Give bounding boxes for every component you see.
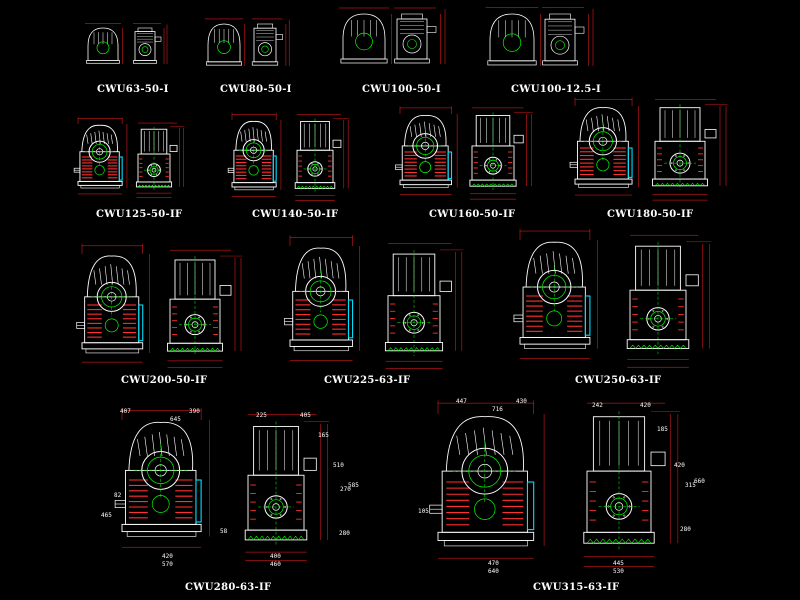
front-view — [114, 408, 210, 548]
gearbox-drawing-2 — [204, 18, 290, 66]
front-view — [338, 7, 392, 64]
dimension-value: 470 — [488, 560, 499, 567]
side-view — [652, 99, 728, 201]
model-label: CWU140-50-IF — [252, 209, 339, 220]
dimension-value: 420 — [640, 402, 651, 409]
side-view — [394, 7, 446, 64]
dimension-value: 407 — [120, 408, 131, 415]
dimension-value: 510 — [333, 462, 344, 469]
front-view — [395, 106, 458, 195]
model-label: CWU80-50-I — [220, 84, 292, 95]
gearbox-drawing-1 — [85, 23, 168, 64]
dimension-value: 420 — [674, 462, 685, 469]
side-view — [167, 249, 243, 369]
model-label: CWU315-63-IF — [533, 582, 620, 593]
front-view — [569, 97, 639, 196]
dimension-value: 585 — [348, 482, 359, 489]
dimension-value: 640 — [488, 568, 499, 575]
dimension-value: 58 — [220, 528, 228, 535]
model-label: CWU200-50-IF — [121, 375, 208, 386]
dimension-value: 460 — [270, 561, 281, 568]
dimension-value: 280 — [680, 526, 691, 533]
dimension-value: 82 — [114, 492, 122, 499]
model-label: CWU160-50-IF — [429, 209, 516, 220]
side-view — [244, 413, 330, 561]
side-view — [251, 18, 290, 66]
gearbox-drawing-9 — [76, 243, 243, 369]
front-view — [73, 117, 128, 195]
front-view — [429, 400, 545, 559]
front-view — [76, 243, 150, 363]
gearbox-drawing-7 — [395, 106, 533, 200]
dimension-value: 390 — [189, 408, 200, 415]
front-view — [284, 235, 360, 361]
model-label: CWU225-63-IF — [324, 375, 411, 386]
gearbox-drawing-6 — [227, 112, 350, 201]
side-view — [469, 107, 533, 200]
gearbox-drawing-10 — [284, 235, 464, 369]
model-label: CWU63-50-I — [97, 84, 169, 95]
dimension-value: 445 — [613, 560, 624, 567]
dimension-value: 465 — [101, 512, 112, 519]
dimension-value: 645 — [170, 416, 181, 423]
dimension-value: 716 — [492, 406, 503, 413]
side-view — [135, 122, 185, 198]
gearbox-drawing-11 — [513, 228, 712, 368]
gearbox-drawing-12 — [114, 408, 330, 561]
dimension-value: 660 — [694, 478, 705, 485]
model-label: CWU100-12.5-I — [511, 84, 602, 95]
side-view — [133, 23, 168, 64]
gearbox-drawing-13 — [429, 400, 680, 567]
dimension-value: 570 — [162, 561, 173, 568]
front-view — [513, 228, 598, 359]
side-view — [626, 234, 712, 368]
model-label: CWU125-50-IF — [96, 209, 183, 220]
gearbox-drawing-8 — [569, 97, 728, 201]
side-view — [542, 7, 594, 66]
dimension-value: 315 — [685, 482, 696, 489]
gearbox-drawing-3 — [338, 7, 446, 64]
dimension-value: 420 — [162, 553, 173, 560]
model-label: CWU250-63-IF — [575, 375, 662, 386]
dimension-value: 280 — [339, 530, 350, 537]
side-view — [384, 243, 464, 369]
dimension-value: 165 — [318, 432, 329, 439]
dimension-value: 430 — [516, 398, 527, 405]
model-label: CWU100-50-I — [362, 84, 441, 95]
side-view — [583, 402, 680, 567]
model-label: CWU280-63-IF — [185, 582, 272, 593]
side-view — [294, 113, 350, 201]
dimension-value: 530 — [613, 568, 624, 575]
front-view — [485, 7, 541, 66]
dimension-value: 225 — [256, 412, 267, 419]
dimension-value: 405 — [300, 412, 311, 419]
dimension-value: 185 — [657, 426, 668, 433]
dimension-value: 105 — [418, 508, 429, 515]
model-label: CWU180-50-IF — [607, 209, 694, 220]
gearbox-drawing-4 — [485, 7, 594, 66]
dimension-value: 400 — [270, 553, 281, 560]
front-view — [85, 23, 123, 64]
front-view — [204, 18, 246, 66]
dimension-value: 242 — [592, 402, 603, 409]
dimension-value: 447 — [456, 398, 467, 405]
dimension-value: 270 — [340, 486, 351, 493]
front-view — [227, 112, 282, 197]
gearbox-drawing-5 — [73, 117, 185, 198]
